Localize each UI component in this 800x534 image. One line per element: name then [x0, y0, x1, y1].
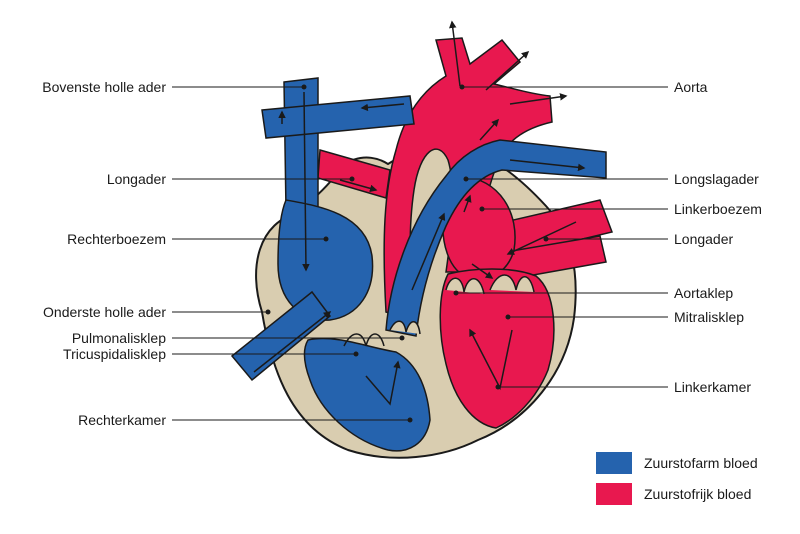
label-pulmonary-vein-right: Longader	[674, 231, 734, 247]
leader-lines	[172, 86, 668, 421]
flow-arrow	[463, 194, 472, 213]
pulmonary-artery-trunk	[385, 139, 607, 337]
anchor-dot	[349, 176, 355, 182]
tricuspid-valve-shape	[343, 333, 385, 347]
label-right-atrium: Rechterboezem	[67, 231, 166, 247]
anchor-dot	[463, 176, 469, 182]
aortic-valve-shape	[445, 277, 485, 295]
label-tricuspid-valve: Tricuspidalisklep	[63, 346, 166, 362]
right-atrium-chamber	[277, 199, 374, 321]
anchor-dot	[301, 84, 307, 90]
label-aortic-valve: Aortaklep	[674, 285, 734, 301]
legend-label-oxygen-rich: Zuurstofrijk bloed	[644, 486, 752, 502]
flow-arrow	[302, 91, 310, 272]
mitral-valve-shape	[489, 274, 535, 293]
flow-arrow	[360, 103, 405, 112]
flow-arrow	[411, 212, 446, 291]
anchor-dot	[353, 351, 359, 357]
anchor-dot	[459, 84, 465, 90]
flow-arrow	[253, 311, 332, 373]
label-pulmonary-artery: Longslagader	[674, 171, 759, 187]
label-pulmonary-vein-left: Longader	[106, 171, 166, 187]
anchor-dot	[323, 236, 329, 242]
legend-swatch-oxygen-poor	[596, 452, 632, 474]
flow-arrows	[253, 20, 586, 406]
legend-swatch-oxygen-rich	[596, 483, 632, 505]
anchor-dot	[453, 290, 459, 296]
flow-arrow	[339, 179, 378, 193]
label-left-atrium: Linkerboezem	[674, 201, 762, 217]
flow-arrow	[509, 93, 568, 105]
anchor-dot	[407, 417, 413, 423]
pulmonary-valve-shape	[389, 320, 421, 335]
flow-arrow	[471, 263, 494, 279]
flow-arrow	[365, 360, 401, 406]
label-right-ventricle: Rechterkamer	[78, 412, 166, 428]
flow-arrow	[449, 20, 461, 87]
anchor-dots	[265, 84, 549, 423]
anchor-dot	[495, 384, 501, 390]
anchor-dot	[543, 236, 549, 242]
flow-arrow	[479, 118, 500, 141]
legend-label-oxygen-poor: Zuurstofarm bloed	[644, 455, 758, 471]
label-left-ventricle: Linkerkamer	[674, 379, 752, 395]
anchor-dot	[479, 206, 485, 212]
label-pulmonary-valve: Pulmonalisklep	[71, 330, 166, 346]
label-inferior-vena-cava: Onderste holle ader	[43, 304, 166, 320]
flow-arrow	[485, 50, 530, 91]
label-aorta: Aorta	[674, 79, 708, 95]
label-superior-vena-cava: Bovenste holle ader	[42, 79, 166, 95]
left-ventricle-chamber	[439, 268, 555, 429]
flow-arrow	[509, 159, 586, 172]
anchor-dot	[265, 309, 271, 315]
flow-arrow	[506, 221, 577, 255]
anchor-dot	[399, 335, 405, 341]
superior-vena-cava-vessel	[283, 77, 319, 211]
anchor-dot	[505, 314, 511, 320]
label-mitral-valve: Mitralisklep	[674, 309, 745, 325]
